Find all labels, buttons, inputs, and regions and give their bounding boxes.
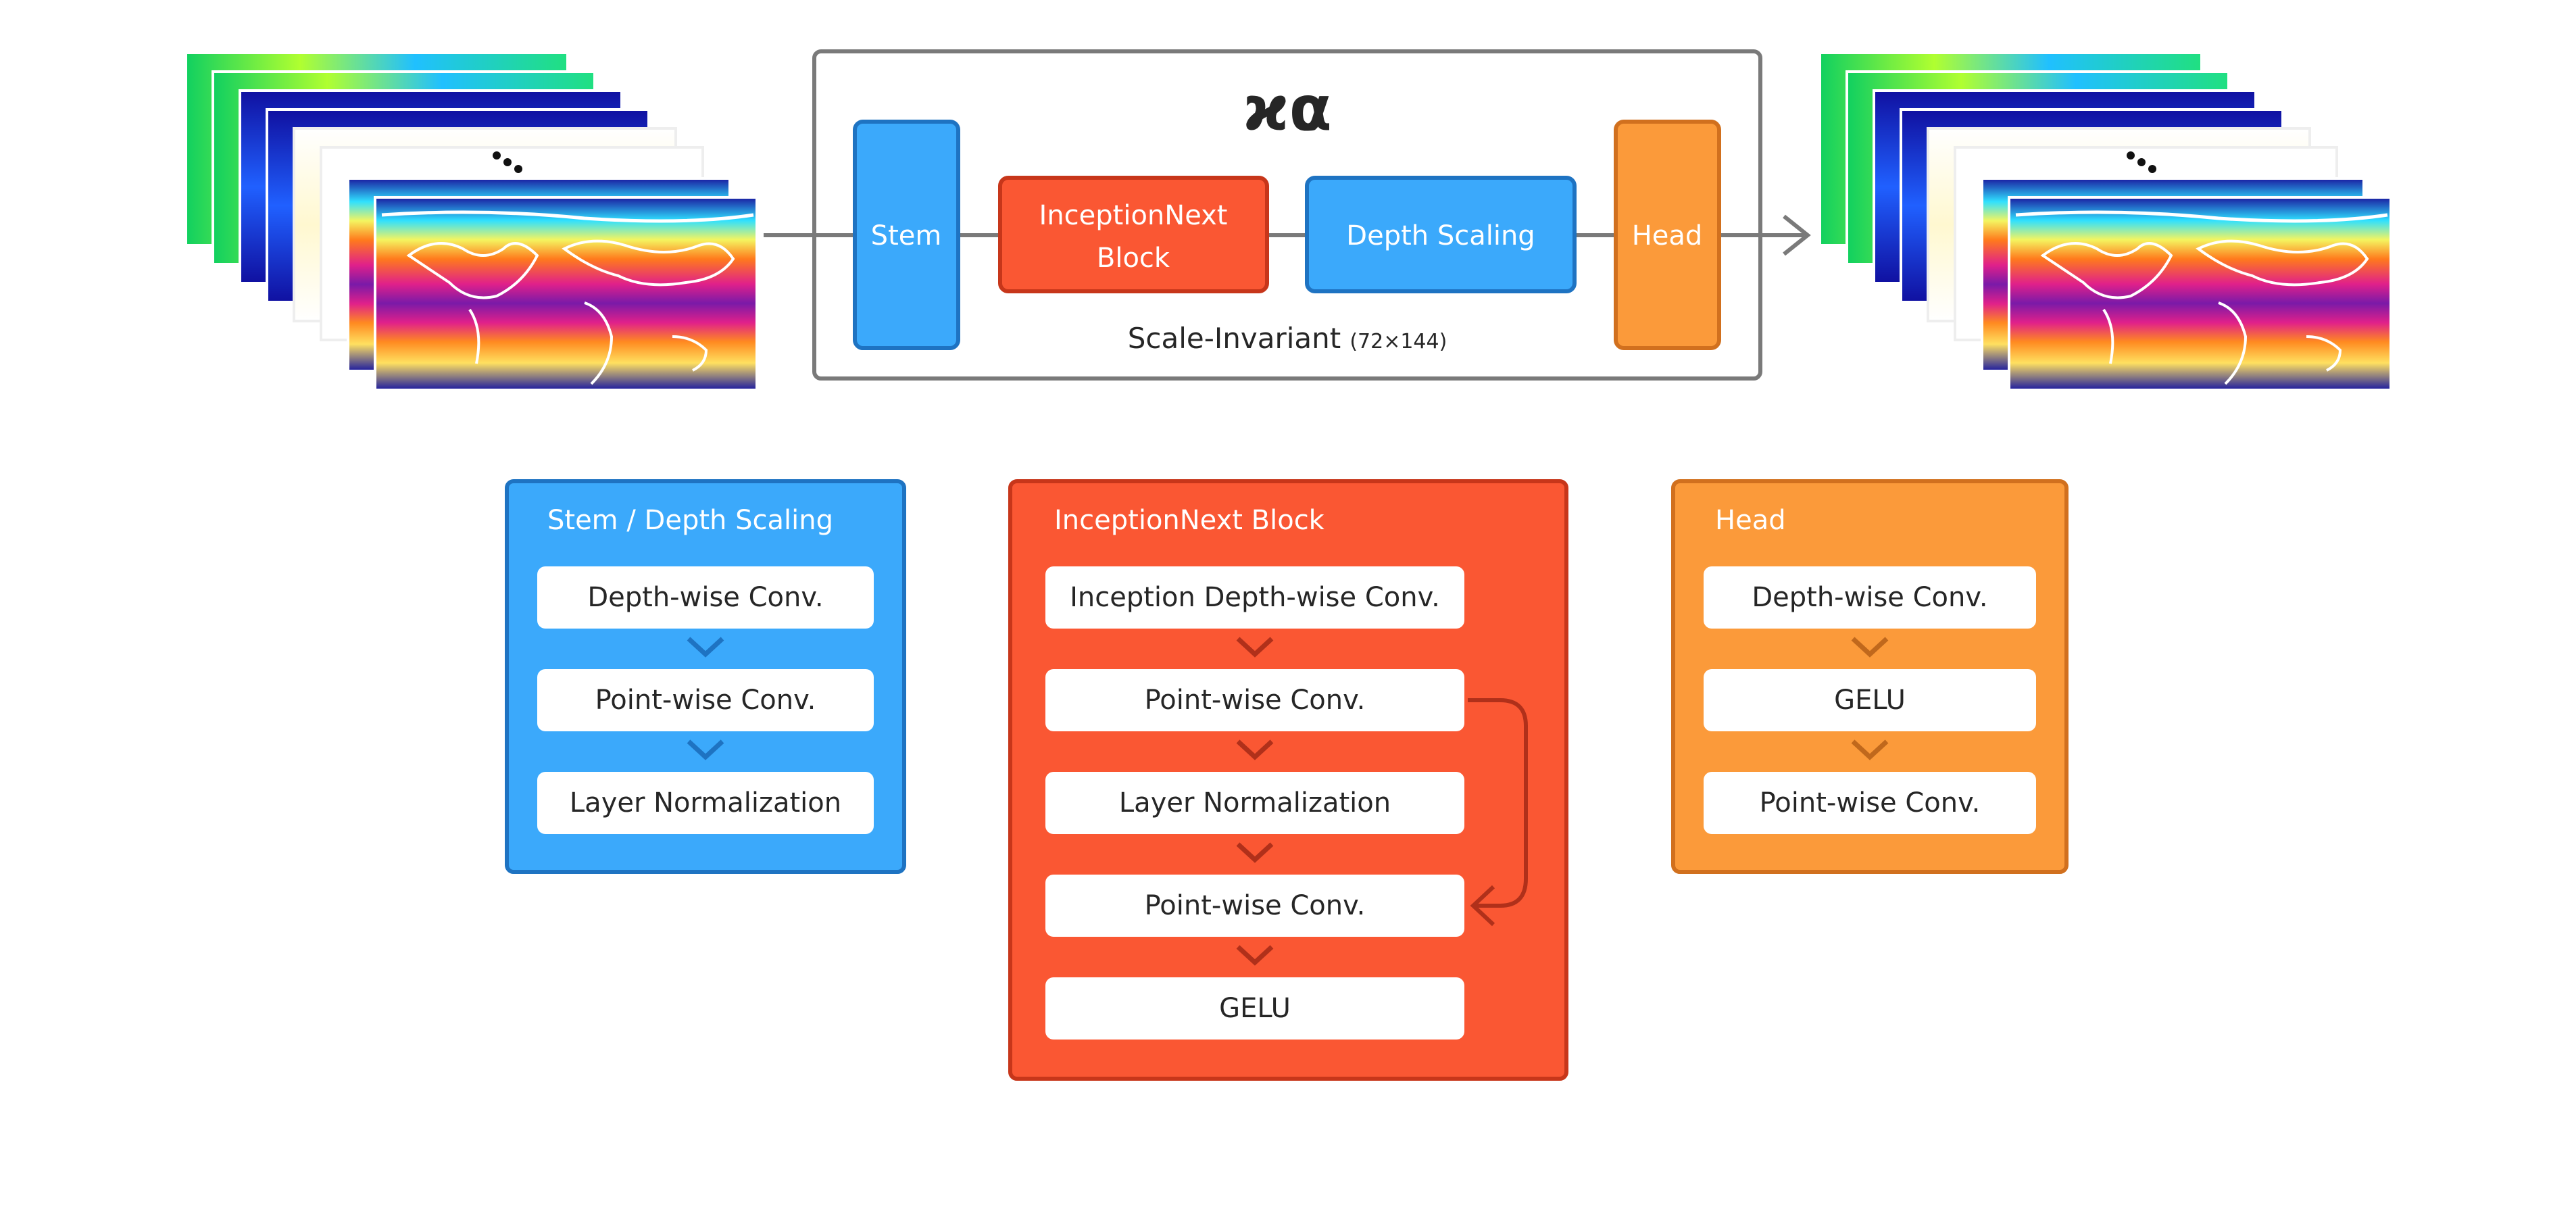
head-block <box>1614 120 1721 350</box>
inception-step <box>1045 566 1464 629</box>
arrowhead-left-icon <box>1470 885 1495 927</box>
pipeline-connectors <box>764 214 1811 256</box>
stem-detail-panel: Stem / Depth Scaling Depth-wise Conv. Po… <box>505 479 906 874</box>
chevron-down-icon <box>687 739 724 760</box>
stem-step-label: Depth-wise Conv. <box>587 582 823 613</box>
inception-step-label: Layer Normalization <box>1119 787 1391 818</box>
stem-step <box>537 772 874 834</box>
stem-step <box>537 566 874 629</box>
depth-scaling-block <box>1305 176 1577 293</box>
head-step <box>1704 669 2036 731</box>
chevron-down-icon <box>687 637 724 658</box>
head-step-label: Point-wise Conv. <box>1760 787 1981 818</box>
chevron-down-icon <box>1236 739 1274 760</box>
head-step-label: Depth-wise Conv. <box>1752 582 1987 613</box>
stem-step-label: Point-wise Conv. <box>595 685 816 716</box>
inception-detail-panel: InceptionNext Block Inception Depth-wise… <box>1008 479 1568 1081</box>
head-step <box>1704 566 2036 629</box>
model-symbol: ϰα <box>1243 72 1332 145</box>
inception-block <box>998 176 1269 293</box>
stem-step <box>537 669 874 731</box>
inception-step-label: Point-wise Conv. <box>1145 890 1366 921</box>
input-maps-icon <box>186 53 757 390</box>
head-detail-panel: Head Depth-wise Conv. GELU Point-wise Co… <box>1671 479 2069 874</box>
stem-panel-title: Stem / Depth Scaling <box>547 505 833 536</box>
stem-label: Stem <box>871 220 942 251</box>
residual-skip-arrow <box>1468 698 1528 908</box>
stem-block <box>853 120 960 350</box>
caption-main: Scale-Invariant <box>1128 322 1341 355</box>
inception-step <box>1045 669 1464 731</box>
inception-step <box>1045 875 1464 937</box>
chevron-down-icon <box>1236 945 1274 966</box>
caption-resolution: (72×144) <box>1349 330 1447 353</box>
scale-invariant-caption: Scale-Invariant (72×144) <box>1128 322 1447 355</box>
head-label: Head <box>1632 220 1703 251</box>
inception-label-line2: Block <box>1097 243 1170 274</box>
inception-step-label: Point-wise Conv. <box>1145 685 1366 716</box>
pipeline-frame <box>812 49 1762 381</box>
chevron-down-icon <box>1851 637 1889 658</box>
inception-step <box>1045 977 1464 1040</box>
inception-step <box>1045 772 1464 834</box>
depth-scaling-label: Depth Scaling <box>1346 220 1535 251</box>
inception-step-label: Inception Depth-wise Conv. <box>1070 582 1440 613</box>
chevron-down-icon <box>1851 739 1889 760</box>
head-step <box>1704 772 2036 834</box>
head-panel-title: Head <box>1715 505 1786 536</box>
output-maps-icon <box>1820 53 2391 390</box>
chevron-down-icon <box>1236 637 1274 658</box>
head-step-label: GELU <box>1834 685 1906 716</box>
stem-step-label: Layer Normalization <box>570 787 841 818</box>
inception-panel-title: InceptionNext Block <box>1054 505 1325 536</box>
inception-step-label: GELU <box>1219 993 1291 1024</box>
inception-label-line1: InceptionNext <box>1039 200 1228 231</box>
chevron-down-icon <box>1236 842 1274 863</box>
